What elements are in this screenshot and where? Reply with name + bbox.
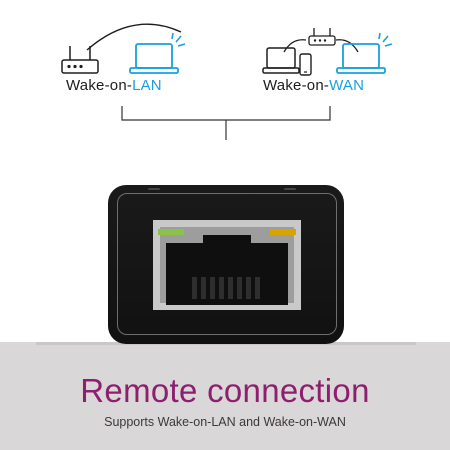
subline: Supports Wake-on-LAN and Wake-on-WAN [104, 415, 346, 429]
adapter-face [117, 193, 337, 335]
wake-on-lan-label: Wake-on-LAN [66, 77, 162, 94]
wan-accent: WAN [329, 77, 365, 94]
led-green [158, 229, 184, 235]
lan-accent: LAN [132, 77, 162, 94]
lan-prefix: Wake-on- [66, 77, 133, 94]
surface [0, 342, 450, 450]
bracket-connector [121, 106, 331, 140]
laptop-icon [129, 32, 186, 74]
laptop-icon [336, 32, 393, 74]
router-icon [61, 46, 99, 74]
headline: Remote connection [80, 372, 370, 409]
rj45-port-icon [148, 188, 301, 310]
wake-on-wan-label: Wake-on-WAN [263, 77, 364, 94]
wan-prefix: Wake-on- [263, 77, 330, 94]
wan-arc-icon [283, 39, 359, 53]
lan-arc-icon [86, 23, 182, 51]
laptop-icon [262, 47, 300, 74]
led-amber [270, 229, 296, 235]
phone-icon [299, 53, 312, 76]
router-icon [308, 28, 336, 46]
